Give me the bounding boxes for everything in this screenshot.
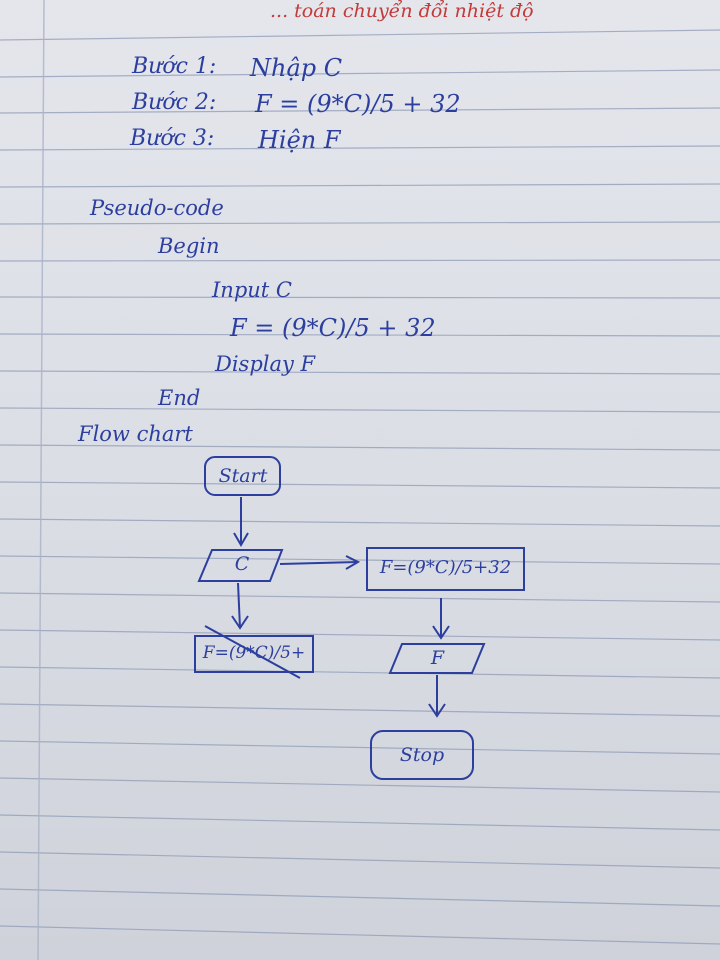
pseudocode-input: Input C [212,278,292,302]
start-terminal [204,456,281,496]
crossed-box [194,635,314,673]
start-label: Start [218,465,268,487]
stop-label: Stop [399,744,445,766]
arrowhead-start-input [233,532,249,547]
page-heading: ... toán chuyển đổi nhiệt độ [270,0,534,22]
step-1-label: Bước 1: [132,54,217,79]
step-3-value: Hiện F [258,126,341,154]
step-3-label: Bước 3: [130,126,215,151]
strike-line [204,625,301,679]
pseudocode-end: End [158,386,201,410]
pseudocode-display: Display F [215,352,316,376]
arrow-input-crossed [237,582,241,629]
process-label: F=(9*C)/5+32 [379,557,512,578]
stop-terminal [370,730,474,780]
pseudocode-formula: F = (9*C)/5 + 32 [230,314,436,342]
step-2-label: Bước 2: [132,90,217,115]
step-1-value: Nhập C [250,54,343,82]
input-label: C [234,553,250,575]
arrowhead-output-stop [428,703,446,718]
crossed-label: F=(9*C)/5+ [202,643,306,663]
process-box [366,547,525,591]
input-parallelogram [197,549,284,582]
output-parallelogram [388,643,486,674]
pseudocode-title: Pseudo-code [90,196,224,220]
arrowhead-process-output [432,625,450,640]
output-label: F [430,647,445,669]
arrow-input-process [279,561,359,565]
arrowhead-input-process [345,555,361,570]
pseudocode-begin: Begin [158,234,220,258]
flowchart-title: Flow chart [78,422,193,446]
step-2-value: F = (9*C)/5 + 32 [255,90,461,118]
arrowhead-input-crossed [231,615,249,630]
